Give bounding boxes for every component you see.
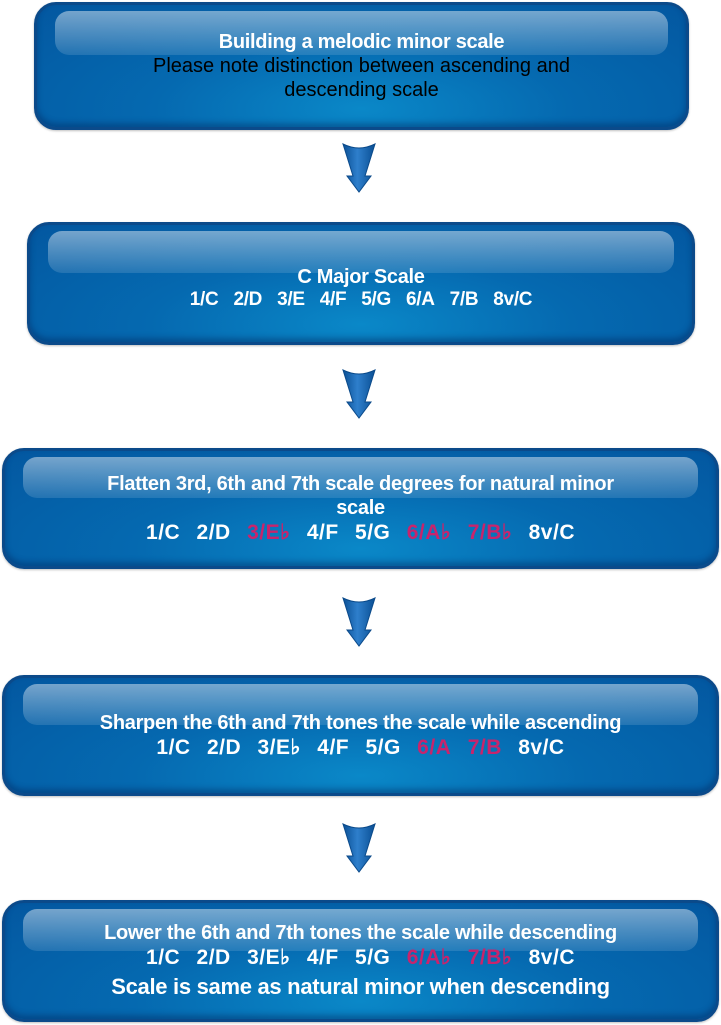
- note: 2/D: [196, 946, 231, 970]
- note: 3/E♭: [257, 735, 301, 759]
- note: 5/G: [361, 289, 391, 311]
- step-box-1: Building a melodic minor scale Please no…: [34, 2, 689, 130]
- note: 1/C: [146, 946, 181, 970]
- note: 6/A: [405, 289, 435, 311]
- note: 4/F: [319, 289, 347, 311]
- note-highlighted: 6/A♭: [406, 520, 452, 544]
- note-highlighted: 3/E♭: [247, 520, 291, 544]
- down-arrow-icon: [342, 597, 376, 647]
- note: 1/C: [156, 735, 191, 759]
- note-highlighted: 7/B♭: [467, 520, 513, 544]
- note: 4/F: [306, 520, 339, 544]
- note: 8v/C: [528, 520, 575, 544]
- step-5-title: Lower the 6th and 7th tones the scale wh…: [104, 922, 617, 945]
- step-1-title: Building a melodic minor scale: [218, 31, 505, 53]
- note: 7/B: [449, 289, 479, 311]
- step-box-2: C Major Scale 1/C 2/D 3/E 4/F 5/G 6/A 7/…: [27, 222, 695, 345]
- note: 2/D: [196, 520, 231, 544]
- step-4-title: Sharpen the 6th and 7th tones the scale …: [99, 711, 622, 734]
- note-highlighted: 6/A: [417, 735, 452, 759]
- step-box-3: Flatten 3rd, 6th and 7th scale degrees f…: [2, 448, 719, 569]
- step-3-title-line1: Flatten 3rd, 6th and 7th scale degrees f…: [107, 472, 614, 495]
- note: 1/C: [189, 289, 219, 311]
- note: 8v/C: [493, 289, 533, 311]
- step-3-title-line2: scale: [336, 496, 385, 519]
- note: 8v/C: [518, 735, 565, 759]
- step-4-notes: 1/C 2/D 3/E♭ 4/F 5/G 6/A 7/B 8v/C: [151, 735, 569, 760]
- note: 3/E♭: [247, 946, 291, 970]
- note: 3/E: [277, 289, 305, 311]
- step-2-notes: 1/C 2/D 3/E 4/F 5/G 6/A 7/B 8v/C: [185, 289, 537, 312]
- note-highlighted: 7/B♭: [467, 946, 513, 970]
- down-arrow-icon: [342, 369, 376, 419]
- note: 2/D: [233, 289, 263, 311]
- note-highlighted: 6/A♭: [406, 946, 452, 970]
- step-box-4: Sharpen the 6th and 7th tones the scale …: [2, 675, 719, 796]
- note: 1/C: [146, 520, 181, 544]
- step-box-5: Lower the 6th and 7th tones the scale wh…: [2, 900, 719, 1022]
- note: 8v/C: [528, 946, 575, 970]
- note: 2/D: [206, 735, 242, 759]
- step-5-footer: Scale is same as natural minor when desc…: [111, 974, 610, 1000]
- step-5-notes: 1/C 2/D 3/E♭ 4/F 5/G 6/A♭ 7/B♭ 8v/C: [141, 945, 580, 970]
- step-1-subtitle-line2: descending scale: [284, 79, 439, 101]
- step-1-subtitle-line1: Please note distinction between ascendin…: [153, 55, 570, 77]
- note: 5/G: [355, 520, 391, 544]
- note: 4/F: [306, 946, 339, 970]
- down-arrow-icon: [342, 143, 376, 193]
- down-arrow-icon: [342, 823, 376, 873]
- note: 4/F: [317, 735, 350, 759]
- note: 5/G: [355, 946, 391, 970]
- note: 5/G: [365, 735, 401, 759]
- step-2-title: C Major Scale: [297, 266, 425, 289]
- note-highlighted: 7/B: [467, 735, 502, 759]
- step-3-notes: 1/C 2/D 3/E♭ 4/F 5/G 6/A♭ 7/B♭ 8v/C: [141, 520, 580, 545]
